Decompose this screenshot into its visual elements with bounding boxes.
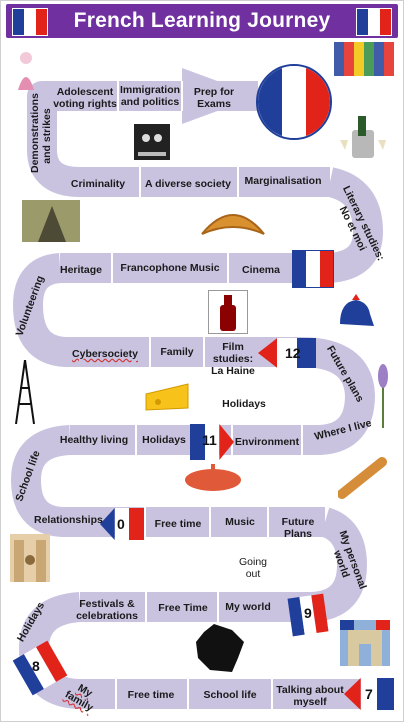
notre-dame-icon (10, 534, 50, 582)
rooster-icon (334, 292, 378, 330)
tile-cybersociety: Cybersociety (72, 348, 138, 360)
tile-my-world: My world (225, 601, 271, 613)
tile-relationships: Relationships (34, 514, 103, 526)
tile-festivals-celebrations: Festivals & celebrations (76, 598, 138, 622)
tile-talking-about-myself: Talking about myself (276, 684, 344, 708)
tile-cinema: Cinema (242, 264, 280, 276)
tile-francophone-music: Francophone Music (120, 262, 220, 274)
going-out-caption: Going out (238, 556, 268, 580)
tile-marginalisation: Marginalisation (244, 175, 322, 187)
tile-school-life-row: School life (203, 689, 257, 701)
checkpoint-number-11: 11 (202, 432, 217, 448)
tile-free-time-3: Free time (127, 689, 175, 701)
france-map-icon (192, 622, 248, 674)
checkpoint-number-8: 8 (32, 658, 40, 674)
checkpoint-flag-10 (100, 508, 145, 540)
checkpoint-flag-11 (190, 424, 235, 460)
eiffel-tower-icon (8, 359, 42, 425)
beret-icon (184, 464, 242, 492)
tile-family: Family (160, 346, 194, 358)
tile-film-studies-la-haine: Film studies: La Haine (211, 341, 255, 377)
tile-a-diverse-society: A diverse society (145, 178, 231, 190)
croissant-icon (198, 204, 268, 244)
tile-prep-for-exams: Prep for Exams (193, 86, 235, 110)
tile-music: Music (225, 516, 255, 528)
arc-de-triomphe-icon (340, 620, 390, 666)
cheese-icon (144, 380, 190, 414)
holidays-caption: Holidays (222, 398, 266, 410)
tile-free-time: Free time (154, 518, 202, 530)
marie-antoinette-icon (12, 50, 40, 90)
tile-immigration-and-politics: Immigration and politics (119, 84, 181, 108)
mont-saint-michel-icon (22, 200, 80, 242)
page-title: French Learning Journey (73, 9, 331, 32)
french-flag-icon (12, 8, 48, 36)
french-flag-circle-icon (256, 64, 332, 140)
baguette-icon (337, 456, 388, 500)
checkpoint-flag-cinema (292, 250, 334, 288)
lavender-icon (372, 362, 394, 428)
tile-free-time-2: Free Time (158, 602, 208, 614)
tile-healthy-living: Healthy living (59, 434, 129, 446)
checkpoint-number-9: 9 (304, 605, 312, 621)
wine-bottle-icon (208, 290, 248, 334)
tile-adolescent-voting-rights: Adolescent voting rights (53, 86, 117, 110)
checkpoint-flag-12 (258, 338, 316, 368)
tile-criminality: Criminality (70, 178, 126, 190)
book-cover-icon (134, 124, 170, 160)
tile-environment: Environment (234, 436, 300, 448)
checkpoint-number-7: 7 (365, 686, 373, 702)
tile-heritage: Heritage (59, 264, 102, 276)
eu-flags-icon (334, 42, 394, 76)
tile-demonstrations-and-strikes: Demonstrations and strikes (29, 93, 53, 173)
checkpoint-flag-7 (344, 678, 395, 710)
checkpoint-number-12: 12 (285, 345, 301, 361)
tile-holidays: Holidays (142, 434, 186, 446)
champagne-icon (338, 116, 388, 164)
checkpoint-number-10: 0 (117, 516, 125, 532)
french-flag-icon (356, 8, 392, 36)
title-banner: French Learning Journey (6, 4, 398, 38)
tile-future-plans-row: Future Plans (281, 516, 315, 540)
